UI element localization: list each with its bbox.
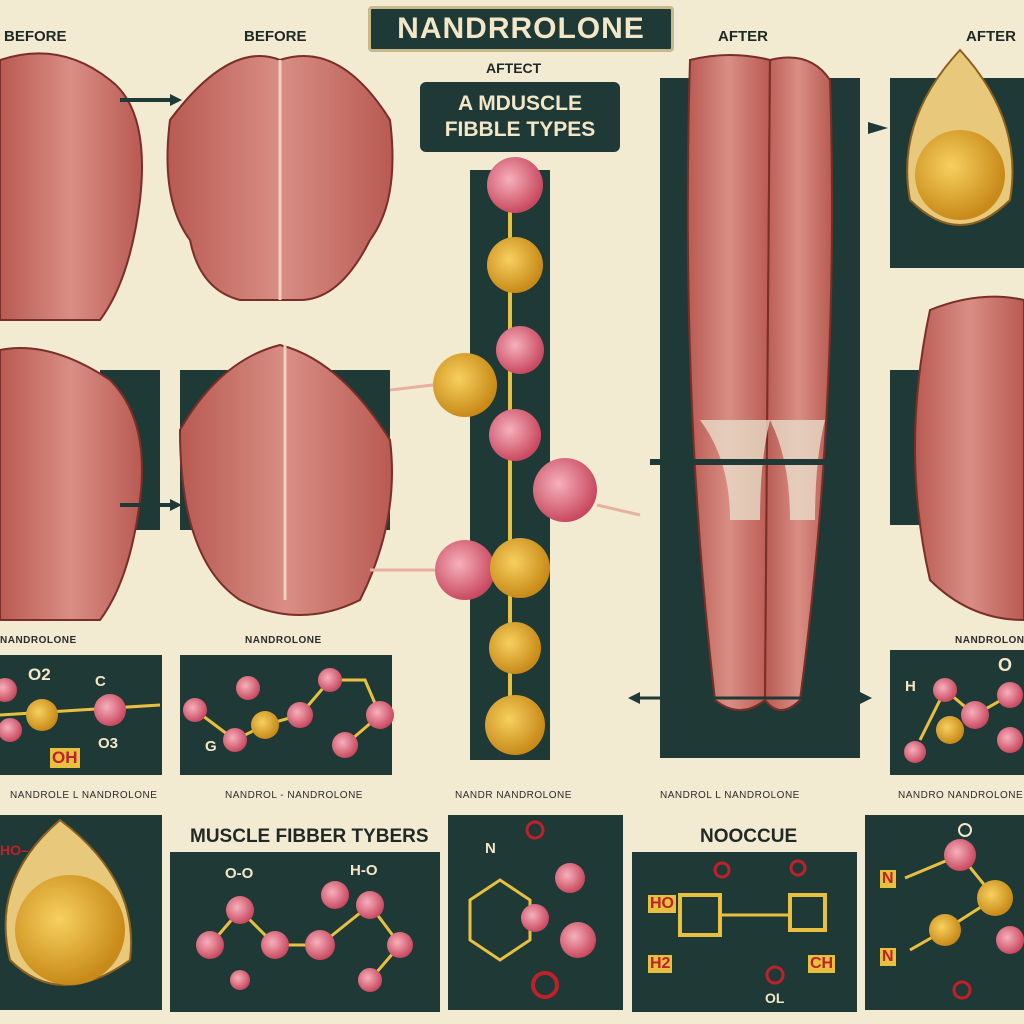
after-label-right: AFTER xyxy=(966,28,1016,45)
atom-ho: HO xyxy=(648,895,676,913)
atom-ol: OL xyxy=(765,990,785,1006)
caption-chem-left: NANDROLE L NANDROLONE xyxy=(10,790,158,801)
nocoue-title: NOOCCUE xyxy=(700,826,798,847)
atom-g: G xyxy=(205,738,217,755)
caption-mid-row: NANDROLONE xyxy=(245,635,322,646)
before-label-left: BEFORE xyxy=(4,28,67,45)
caption-chem-far-right: NANDRO NANDROLONE xyxy=(898,790,1024,801)
chem-panel-mid xyxy=(180,655,392,775)
atom-no: N xyxy=(880,870,896,888)
before-label-right: BEFORE xyxy=(244,28,307,45)
caption-chem-right: NANDROL L NANDROLONE xyxy=(660,790,800,801)
atom-n: N xyxy=(485,840,496,857)
subtitle-line1: A MDUSCLE xyxy=(457,92,583,115)
caption-chem-mid: NANDROL - NANDROLONE xyxy=(225,790,363,801)
subtitle-line2: FIBBLE TYPES xyxy=(444,118,596,141)
atom-oo: O-O xyxy=(225,865,254,882)
atom-c: C xyxy=(95,673,106,690)
caption-left-row: NANDROLONE xyxy=(0,635,77,646)
atom-ch: CH xyxy=(808,955,836,973)
title-banner: NANDRROLONE xyxy=(368,6,674,52)
subtitle-box: A MDUSCLE FIBBLE TYPES xyxy=(420,82,620,152)
atom-o2: O2 xyxy=(28,665,51,684)
atom-h: H xyxy=(905,678,916,695)
atom-h2: H2 xyxy=(648,955,673,973)
atom-o3: O3 xyxy=(98,735,119,752)
caption-right-row: NANDROLONE xyxy=(955,635,1024,646)
atom-n2: N xyxy=(880,948,896,966)
after-label-left: AFTER xyxy=(718,28,768,45)
atom-hh: H-O xyxy=(350,862,378,879)
caption-chem-center: NANDR NANDROLONE xyxy=(455,790,572,801)
atom-ho2: HO– xyxy=(0,842,29,858)
atom-oh: OH xyxy=(50,748,80,768)
page-title: NANDRROLONE xyxy=(397,12,645,45)
atom-o: O xyxy=(998,655,1013,675)
subtitle-top: AFTECT xyxy=(486,60,542,76)
muscle-fiber-title: MUSCLE FIBBER TYBERS xyxy=(190,826,429,847)
